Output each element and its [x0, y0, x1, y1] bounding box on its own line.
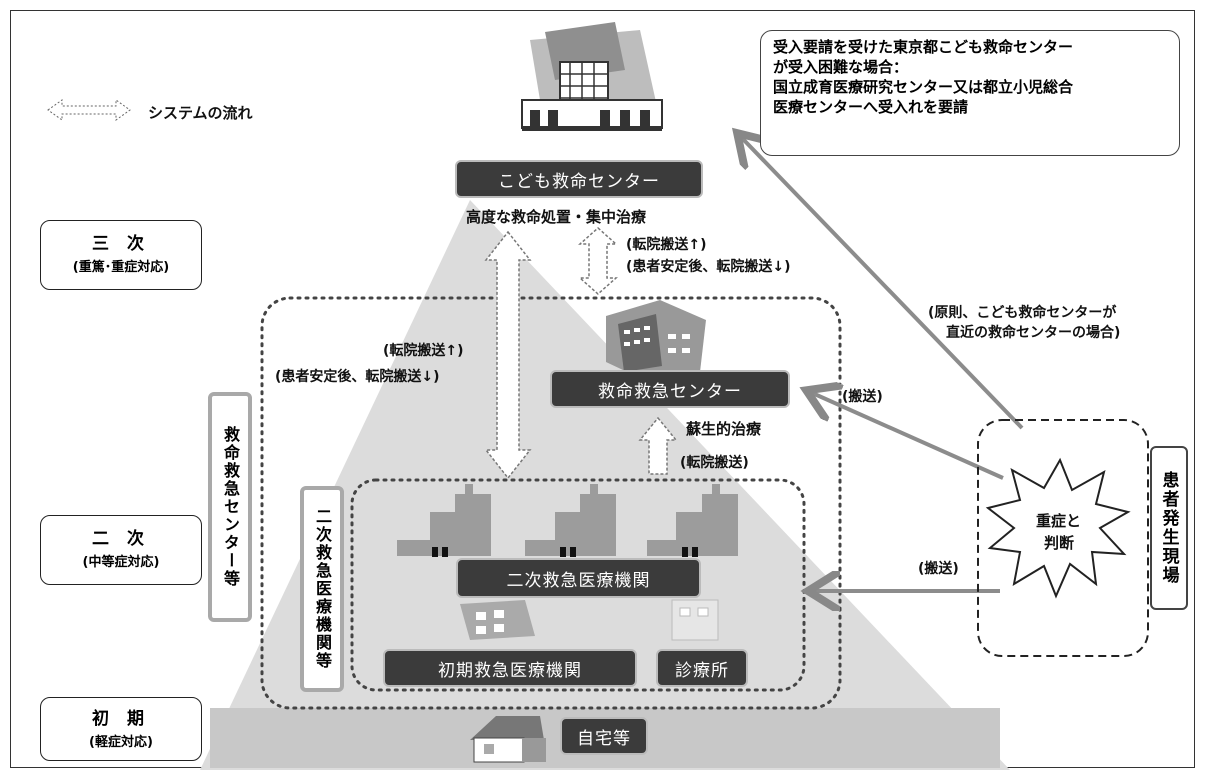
- emergency-center-building-icon: [606, 300, 706, 378]
- level-secondary-title: 二 次: [92, 529, 150, 549]
- burst-line-2: 判断: [1044, 534, 1075, 552]
- level-primary: 初 期 (軽症対応): [40, 697, 202, 761]
- house-icon: [470, 716, 546, 763]
- home-label: 自宅等: [560, 717, 648, 755]
- note-line-1: 受入要請を受けた東京都こども救命センター: [773, 38, 1074, 56]
- level-tertiary-sub: (重篤･重症対応): [72, 260, 170, 275]
- patient-scene-area: [977, 419, 1149, 657]
- level-primary-title: 初 期: [92, 709, 150, 729]
- clinic-building-icon: [671, 599, 719, 641]
- note-line-2: が受入困難な場合：: [773, 58, 909, 76]
- secondary-institution-label: 二次救急医療機関: [456, 558, 701, 598]
- legend-label: システムの流れ: [148, 104, 253, 122]
- secondary-institutions-etc-label: 二次救急医療機関等: [300, 486, 344, 692]
- level-secondary: 二 次 (中等症対応): [40, 515, 202, 585]
- level-secondary-sub: (中等症対応): [82, 555, 160, 570]
- kodomo-center-label: こども救命センター: [455, 160, 703, 198]
- secondary-hospital-icon-3: [647, 484, 738, 557]
- burst-line-1: 重症と: [1036, 512, 1082, 530]
- patient-scene-label: 患者発生現場: [1150, 446, 1188, 610]
- initial-institution-label: 初期救急医療機関: [383, 649, 637, 687]
- severe-judgement-burst: [985, 457, 1131, 599]
- hospital-building-icon: [521, 22, 663, 131]
- top-transfer-double-arrow: [578, 226, 618, 296]
- kodomo-center-caption: 高度な救命処置・集中治療: [466, 208, 647, 226]
- clinic-label: 診療所: [656, 649, 748, 687]
- acceptance-note: 受入要請を受けた東京都こども救命センター が受入困難な場合： 国立成育医療研究セ…: [760, 30, 1180, 156]
- emergency-center-label: 救命救急センター: [550, 370, 790, 408]
- outer-dotted-region: [260, 296, 842, 710]
- arrow-to-kodomo-center: [740, 136, 1024, 430]
- secondary-hospital-icon-1: [397, 484, 491, 557]
- secondary-hospital-icon-2: [525, 484, 616, 557]
- level-tertiary: 三 次 (重篤･重症対応): [40, 220, 202, 290]
- principle-line-1: (原則、こども救命センターが: [928, 305, 1117, 321]
- note-line-3: 国立成育医療研究センター又は都立小児総合: [773, 78, 1074, 96]
- transfer-label-top-2: (患者安定後、転院搬送↓): [626, 259, 791, 275]
- transfer-label-left-2: (患者安定後、転院搬送↓): [275, 369, 440, 385]
- level-primary-sub: (軽症対応): [89, 735, 153, 750]
- emergency-center-caption: 蘇生的治療: [686, 420, 762, 438]
- level-tertiary-title: 三 次: [92, 234, 150, 254]
- initial-care-building-icon: [460, 600, 535, 640]
- transfer-label-left-1: (転院搬送↑): [383, 343, 464, 359]
- principle-line-2: 直近の救命センターの場合): [946, 325, 1121, 341]
- transfer-label-top-1: (転院搬送↑): [626, 237, 707, 253]
- transport-label-upper: (搬送): [842, 389, 883, 405]
- transport-label-lower: (搬送): [918, 561, 959, 577]
- emergency-center-etc-label: 救命救急センター等: [208, 392, 252, 622]
- mid-transfer-up-arrow: [638, 416, 678, 475]
- left-transfer-double-arrow: [484, 230, 532, 480]
- note-line-4: 医療センターへ受入れを要請: [773, 98, 969, 116]
- arrow-to-emergency-center: [810, 392, 1004, 480]
- legend-arrow-icon: [47, 99, 131, 121]
- transfer-label-small: (転院搬送): [680, 455, 749, 471]
- pyramid: [200, 200, 1010, 770]
